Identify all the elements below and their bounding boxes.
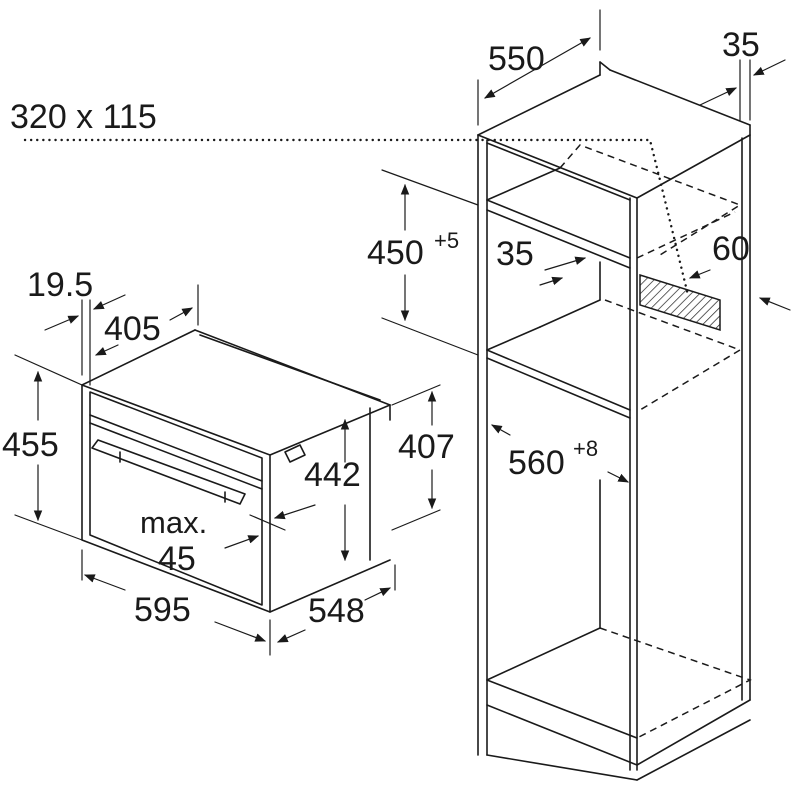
appliance-width-label: 595 <box>134 591 191 629</box>
oven-dimension-lines <box>14 284 441 656</box>
cabinet-width-label: 550 <box>488 40 545 78</box>
cabinet-dimension-lines <box>381 9 791 483</box>
appliance-depth-label: 405 <box>104 310 161 348</box>
door-gap-value-label: 45 <box>158 540 196 578</box>
appliance-body-height-label: 442 <box>304 456 361 494</box>
niche-height-tolerance-label: +5 <box>434 228 460 253</box>
hidden-edges <box>559 144 752 739</box>
appliance-niche-height-label: 407 <box>398 428 455 466</box>
vent-opening <box>23 138 721 332</box>
appliance-height-label: 455 <box>2 426 59 464</box>
vent-depth-label: 60 <box>712 230 750 268</box>
cabinet-side-gap-label: 35 <box>722 26 760 64</box>
door-gap-prefix-label: max. <box>140 505 208 540</box>
vent-opening-label: 320 x 115 <box>10 98 157 136</box>
niche-depth-label: 560 <box>508 444 565 482</box>
shelf-inset-label: 35 <box>496 235 534 273</box>
oven-body <box>81 329 391 613</box>
tall-cabinet <box>477 61 751 781</box>
niche-depth-tolerance-label: +8 <box>573 436 599 461</box>
appliance-body-depth-label: 548 <box>308 592 365 630</box>
front-panel-offset-label: 19.5 <box>27 266 94 304</box>
niche-height-label: 450 <box>367 234 424 272</box>
